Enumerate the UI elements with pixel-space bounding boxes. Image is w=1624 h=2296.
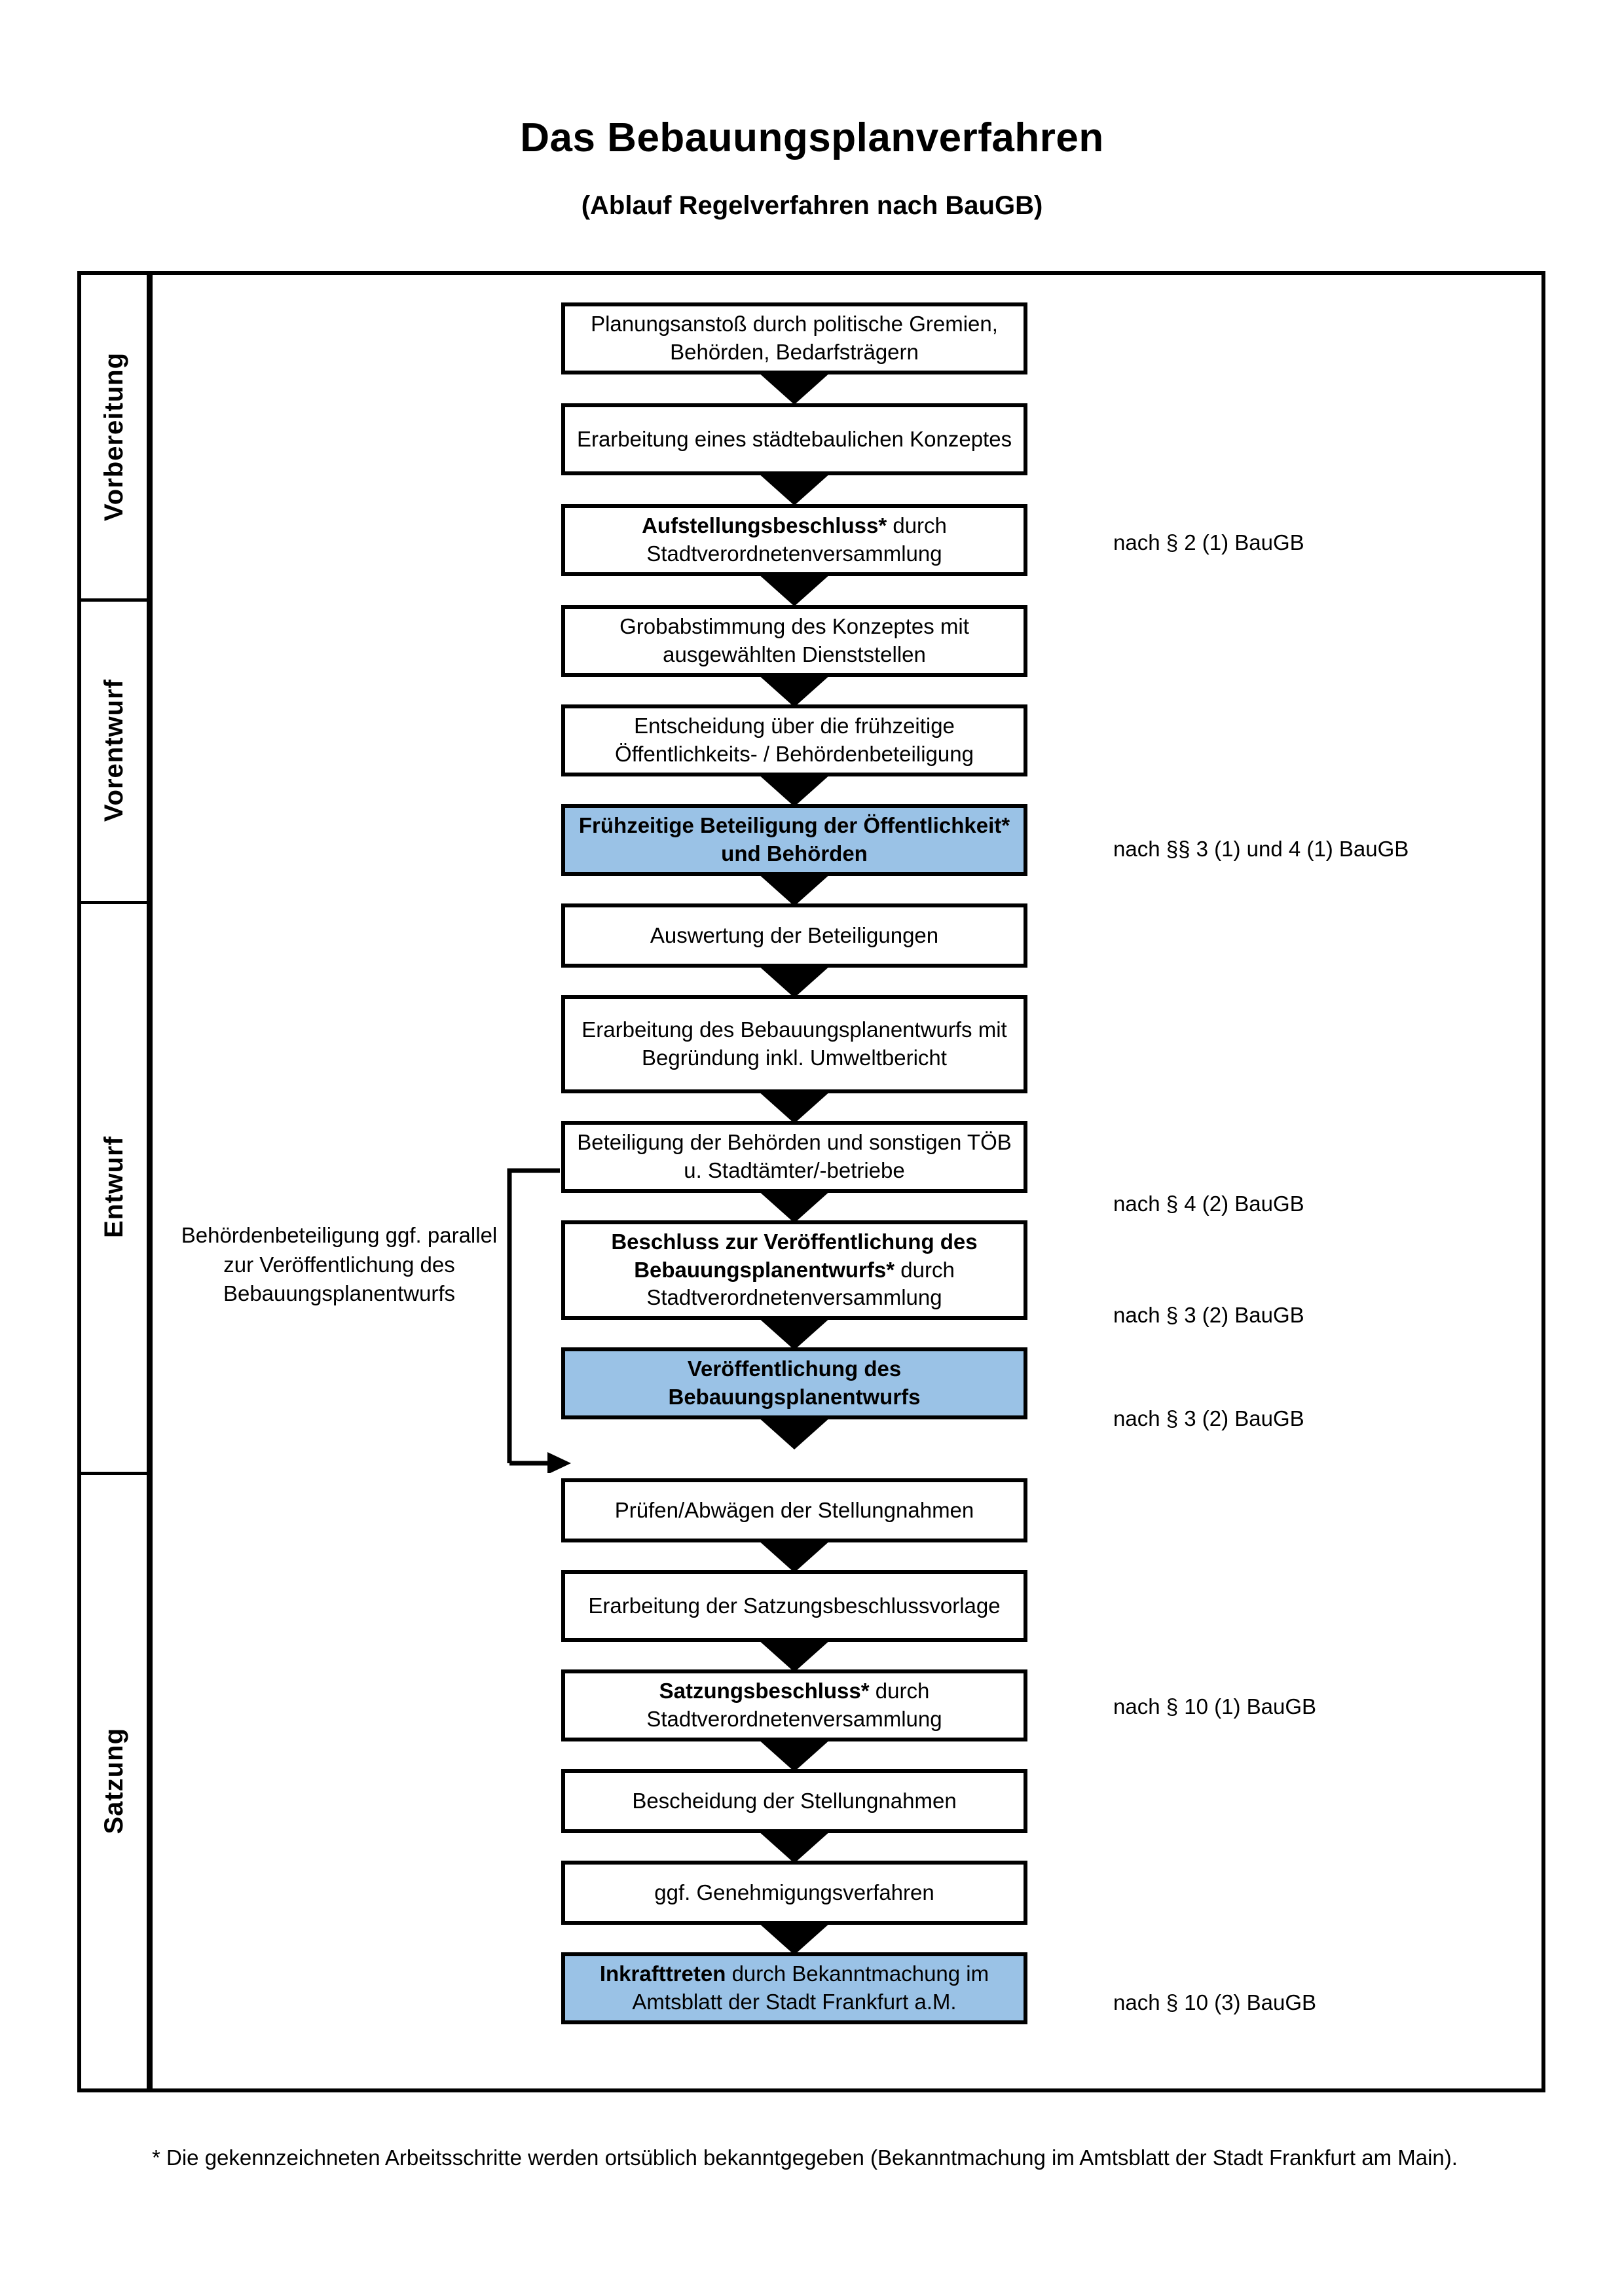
flow-node-beteiligung-behoerden-toeb[interactable]: Beteiligung der Behörden und sonstigen T… [561, 1121, 1027, 1193]
flow-node-inkrafttreten[interactable]: Inkrafttreten durch Bekanntmachung im Am… [561, 1952, 1027, 2024]
node-text-bold: Aufstellungsbeschluss* [642, 513, 887, 538]
node-text-bold: Frühzeitige Beteiligung der Öffentlichke… [578, 813, 1010, 866]
flow-arrow-9 [758, 1190, 831, 1223]
phase-label-entwurf: Entwurf [81, 902, 147, 1472]
flow-node-entscheidung-fruehzeitige[interactable]: Entscheidung über die frühzeitige Öffent… [561, 704, 1027, 776]
flow-node-beschluss-veroeffentlichung[interactable]: Beschluss zur Veröffentlichung des Bebau… [561, 1220, 1027, 1320]
flow-node-aufstellungsbeschluss[interactable]: Aufstellungsbeschluss* durch Stadtverord… [561, 504, 1027, 576]
side-note-behoerdenbeteiligung: Behördenbeteiligung ggf. parallel zur Ve… [181, 1223, 498, 1306]
flow-arrow-8 [758, 1091, 831, 1123]
flow-arrow-4 [758, 674, 831, 707]
node-text: Grobabstimmung des Konzeptes mit ausgewä… [619, 614, 969, 666]
node-text: Auswertung der Beteiligungen [650, 922, 939, 947]
flow-node-satzungsbeschluss[interactable]: Satzungsbeschluss* durch Stadtverordnete… [561, 1669, 1027, 1741]
node-text: Entscheidung über die frühzeitige Öffent… [615, 714, 974, 766]
phase-label-satzung: Satzung [81, 1473, 147, 2088]
flow-node-genehmigungsverfahren[interactable]: ggf. Genehmigungsverfahren [561, 1861, 1027, 1925]
flow-arrow-7 [758, 965, 831, 998]
node-text: Erarbeitung des Bebauungsplanentwurfs mi… [581, 1017, 1007, 1070]
flow-node-bescheidung-stellungnahmen[interactable]: Bescheidung der Stellungnahmen [561, 1769, 1027, 1833]
branch-connector [507, 1168, 571, 1473]
node-text: durch Stadtverordnetenversammlung [646, 1257, 955, 1310]
law-note-5: nach § 3 (2) BauGB [1113, 1406, 1304, 1430]
phase-label-vorbereitung: Vorbereitung [81, 275, 147, 598]
flow-node-planungsanstoss[interactable]: Planungsanstoß durch politische Gremien,… [561, 302, 1027, 374]
flow-arrow-11 [758, 1417, 831, 1449]
flow-node-erarbeitung-satzungsbeschlussvorlage[interactable]: Erarbeitung der Satzungsbeschlussvorlage [561, 1570, 1027, 1642]
node-text-bold: Beschluss zur Veröffentlichung des Bebau… [611, 1229, 978, 1282]
phase-label-text: Vorentwurf [99, 678, 128, 822]
flow-arrow-12 [758, 1540, 831, 1573]
footnote: * Die gekennzeichneten Arbeitsschritte w… [152, 2145, 1458, 2170]
flow-arrow-6 [758, 873, 831, 906]
node-text: Erarbeitung eines städtebaulichen Konzep… [576, 426, 1012, 451]
phase-label-vorentwurf: Vorentwurf [81, 600, 147, 901]
phase-label-text: Satzung [99, 1727, 128, 1834]
law-note-6: nach § 10 (1) BauGB [1113, 1694, 1317, 1719]
node-text: Prüfen/Abwägen der Stellungnahmen [614, 1497, 974, 1522]
page-subtitle: (Ablauf Regelverfahren nach BauGB) [581, 191, 1043, 220]
phase-label-text: Entwurf [99, 1136, 128, 1238]
node-text-bold: Inkrafttreten [599, 1961, 726, 1986]
flow-node-veroeffentlichung-entwurf[interactable]: Veröffentlichung des Bebauungsplanentwur… [561, 1347, 1027, 1419]
node-text: Planungsanstoß durch politische Gremien,… [591, 312, 998, 364]
page-header: Das Bebauungsplanverfahren (Ablauf Regel… [0, 0, 1624, 221]
flow-node-pruefen-abwaegen[interactable]: Prüfen/Abwägen der Stellungnahmen [561, 1478, 1027, 1542]
node-text-bold: Veröffentlichung des Bebauungsplanentwur… [668, 1357, 921, 1409]
page-title: Das Bebauungsplanverfahren [520, 115, 1104, 160]
node-text: Beteiligung der Behörden und sonstigen T… [577, 1130, 1012, 1182]
law-note-1: nach § 2 (1) BauGB [1113, 530, 1304, 555]
flow-arrow-10 [758, 1317, 831, 1350]
phase-separator-3 [77, 1472, 153, 1475]
flow-node-erarbeitung-bebauungsplanentwurf[interactable]: Erarbeitung des Bebauungsplanentwurfs mi… [561, 995, 1027, 1093]
flow-node-fruehzeitige-beteiligung[interactable]: Frühzeitige Beteiligung der Öffentlichke… [561, 804, 1027, 876]
flow-arrow-14 [758, 1739, 831, 1772]
flow-arrow-16 [758, 1922, 831, 1955]
node-text: Bescheidung der Stellungnahmen [632, 1788, 957, 1813]
flow-arrow-3 [758, 574, 831, 606]
node-text: ggf. Genehmigungsverfahren [654, 1880, 934, 1904]
node-text-bold: Satzungsbeschluss* [659, 1679, 870, 1704]
law-note-3: nach § 4 (2) BauGB [1113, 1192, 1304, 1216]
node-text: durch Stadtverordnetenversammlung [646, 513, 947, 566]
phase-separator-2 [77, 901, 153, 904]
flow-arrow-15 [758, 1831, 831, 1863]
node-text: durch Bekanntmachung im Amtsblatt der St… [632, 1961, 989, 2014]
node-text: durch Stadtverordnetenversammlung [646, 1679, 942, 1731]
flow-node-grobabstimmung[interactable]: Grobabstimmung des Konzeptes mit ausgewä… [561, 605, 1027, 677]
law-note-4: nach § 3 (2) BauGB [1113, 1303, 1304, 1327]
flow-arrow-13 [758, 1639, 831, 1672]
phase-label-divider [147, 271, 153, 2092]
flow-node-staedtebauliches-konzept[interactable]: Erarbeitung eines städtebaulichen Konzep… [561, 403, 1027, 475]
node-text: Erarbeitung der Satzungsbeschlussvorlage [588, 1593, 1001, 1618]
law-note-2: nach §§ 3 (1) und 4 (1) BauGB [1113, 837, 1409, 861]
phase-label-text: Vorbereitung [99, 352, 128, 521]
flow-node-auswertung-beteiligungen[interactable]: Auswertung der Beteiligungen [561, 903, 1027, 968]
flow-arrow-2 [758, 473, 831, 505]
phase-separator-1 [77, 598, 153, 602]
flow-arrow-5 [758, 774, 831, 807]
flow-arrow-1 [758, 372, 831, 405]
law-note-7: nach § 10 (3) BauGB [1113, 1990, 1317, 2014]
